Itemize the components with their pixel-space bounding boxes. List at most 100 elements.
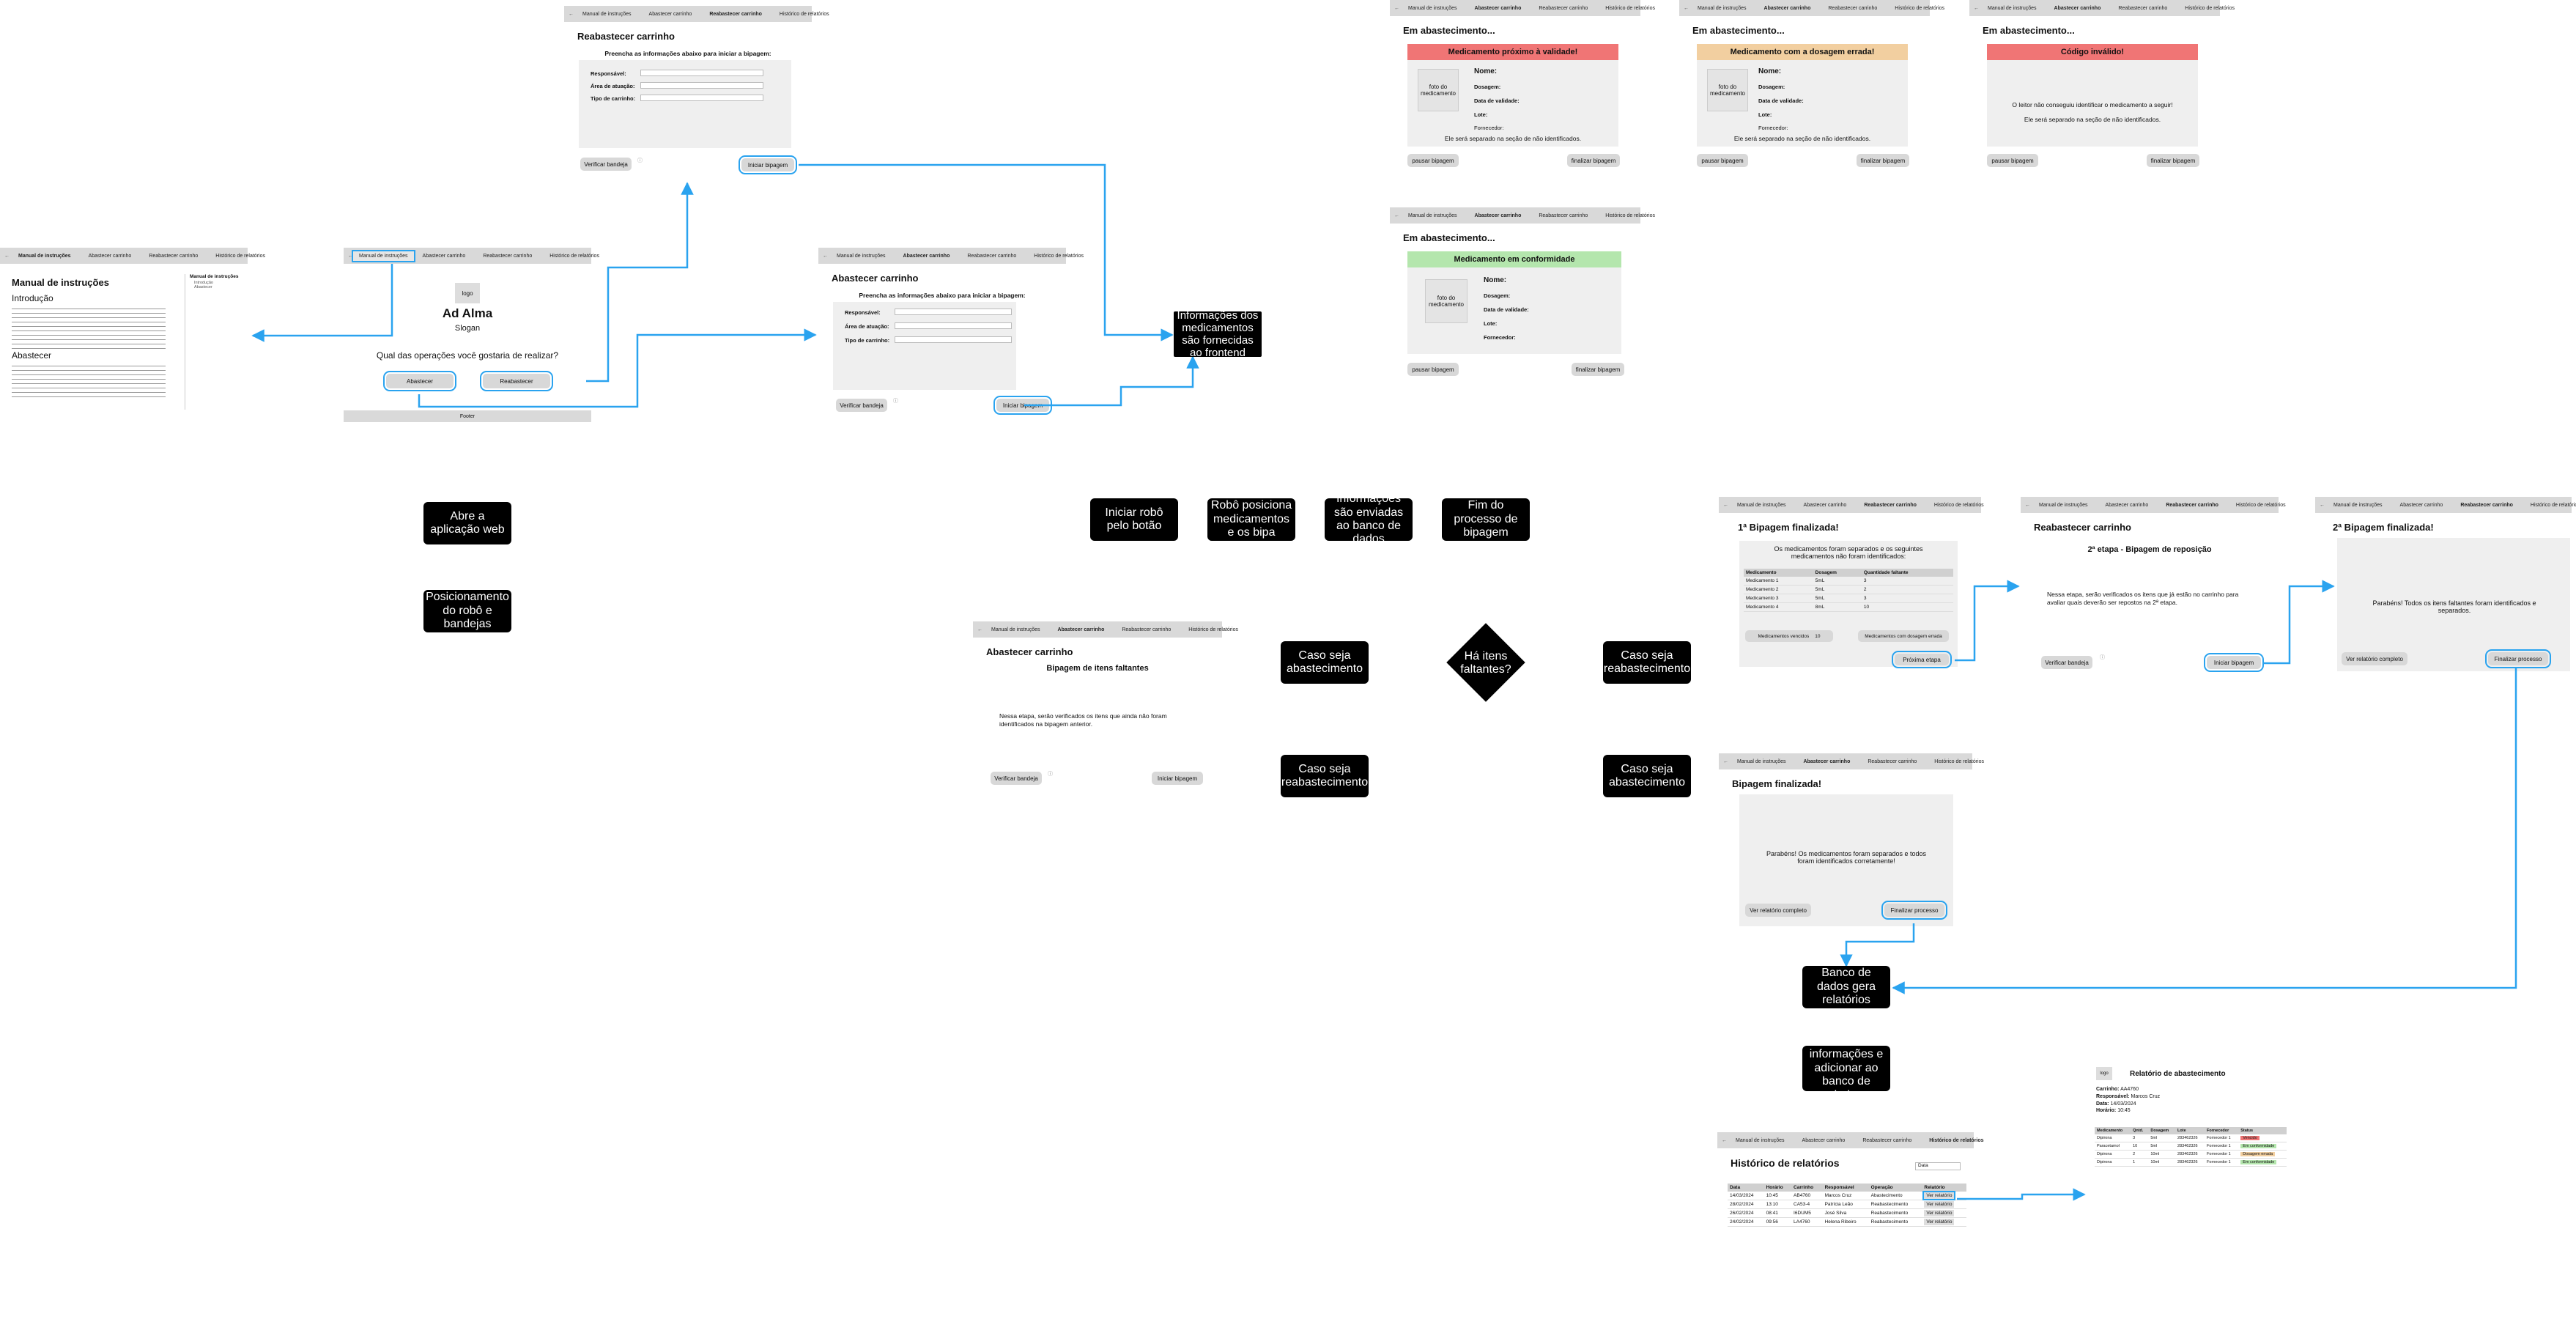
- nav-manual[interactable]: Manual de instruções: [1408, 5, 1457, 11]
- back-icon[interactable]: ←: [1722, 1137, 1727, 1143]
- responsavel-input[interactable]: [640, 70, 763, 76]
- back-icon[interactable]: ←: [1394, 213, 1399, 218]
- finalizar-processo-button[interactable]: Finalizar processo: [1881, 901, 1947, 920]
- nav-historico[interactable]: Histórico de relatórios: [1605, 213, 1655, 218]
- nav-reabastecer[interactable]: Reabastecer carrinho: [967, 253, 1017, 259]
- back-icon[interactable]: ←: [569, 11, 574, 17]
- nav-reabastecer[interactable]: Reabastecer carrinho: [709, 11, 762, 17]
- vencidos-button[interactable]: Medicamentos vencidos 10: [1745, 630, 1833, 642]
- nav-reabastecer[interactable]: Reabastecer carrinho: [2166, 502, 2218, 508]
- nav-historico[interactable]: Histórico de relatórios: [2235, 502, 2286, 508]
- verificar-bandeja-button[interactable]: Verificar bandeja: [2041, 656, 2092, 669]
- back-icon[interactable]: ←: [1974, 5, 1979, 11]
- ver-relatorio-link[interactable]: Ver relatório: [1922, 1191, 1956, 1200]
- tipo-select[interactable]: [895, 336, 1012, 343]
- back-icon[interactable]: ←: [823, 253, 828, 259]
- back-icon[interactable]: ←: [2025, 502, 2030, 508]
- nav-reabastecer[interactable]: Reabastecer carrinho: [1868, 758, 1917, 764]
- iniciar-bipagem-button[interactable]: Iniciar bipagem: [739, 155, 797, 174]
- area-input[interactable]: [895, 322, 1012, 329]
- back-icon[interactable]: ←: [1684, 5, 1689, 11]
- nav-manual[interactable]: Manual de instruções: [2333, 502, 2383, 508]
- nav-historico[interactable]: Histórico de relatórios: [2185, 5, 2235, 11]
- nav-reabastecer[interactable]: Reabastecer carrinho: [1539, 5, 1588, 11]
- pause-button[interactable]: pausar bipagem: [1407, 363, 1459, 376]
- iniciar-bipagem-button[interactable]: Iniciar bipagem: [993, 396, 1052, 415]
- back-icon[interactable]: ←: [2320, 502, 2325, 508]
- nav-manual[interactable]: Manual de instruções: [1736, 1137, 1785, 1143]
- nav-historico[interactable]: Histórico de relatórios: [1929, 1137, 1984, 1143]
- tipo-select[interactable]: [640, 95, 763, 101]
- nav-historico[interactable]: Histórico de relatórios: [2530, 502, 2576, 508]
- finalizar-processo-button[interactable]: Finalizar processo: [2485, 649, 2551, 668]
- nav-historico[interactable]: Histórico de relatórios: [1188, 627, 1238, 632]
- sidebar-item-abastecer[interactable]: Abastecer: [194, 285, 212, 289]
- nav-abastecer[interactable]: Abastecer carrinho: [903, 253, 950, 259]
- nav-reabastecer[interactable]: Reabastecer carrinho: [483, 253, 533, 259]
- dosagem-errada-button[interactable]: Medicamentos com dosagem errada: [1858, 630, 1949, 642]
- nav-manual[interactable]: Manual de instruções: [1737, 758, 1786, 764]
- responsavel-input[interactable]: [895, 309, 1012, 315]
- nav-abastecer[interactable]: Abastecer carrinho: [2054, 5, 2101, 11]
- iniciar-bipagem-button[interactable]: Iniciar bipagem: [1152, 772, 1203, 785]
- nav-abastecer[interactable]: Abastecer carrinho: [2105, 502, 2149, 508]
- nav-historico[interactable]: Histórico de relatórios: [1933, 502, 1984, 508]
- nav-abastecer[interactable]: Abastecer carrinho: [1474, 5, 1522, 11]
- nav-reabastecer[interactable]: Reabastecer carrinho: [1862, 1137, 1912, 1143]
- nav-reabastecer[interactable]: Reabastecer carrinho: [2460, 502, 2513, 508]
- reabastecer-button[interactable]: Reabastecer: [480, 371, 553, 391]
- finish-button[interactable]: finalizar bipagem: [1857, 154, 1909, 167]
- info-icon[interactable]: ⓘ: [893, 399, 898, 404]
- nav-historico[interactable]: Histórico de relatórios: [215, 253, 265, 259]
- finish-button[interactable]: finalizar bipagem: [2147, 154, 2199, 167]
- back-icon[interactable]: ←: [977, 627, 982, 632]
- iniciar-bipagem-button[interactable]: Iniciar bipagem: [2204, 653, 2264, 672]
- nav-historico[interactable]: Histórico de relatórios: [1605, 5, 1655, 11]
- nav-abastecer[interactable]: Abastecer carrinho: [1802, 1137, 1846, 1143]
- ver-relatorio-link[interactable]: Ver relatório: [1924, 1210, 1955, 1216]
- nav-reabastecer[interactable]: Reabastecer carrinho: [2118, 5, 2168, 11]
- pause-button[interactable]: pausar bipagem: [1697, 154, 1748, 167]
- back-icon[interactable]: ←: [4, 253, 10, 259]
- nav-abastecer[interactable]: Abastecer carrinho: [1803, 502, 1847, 508]
- nav-reabastecer[interactable]: Reabastecer carrinho: [1828, 5, 1878, 11]
- ver-relatorio-link[interactable]: Ver relatório: [1924, 1219, 1955, 1225]
- info-icon[interactable]: ⓘ: [637, 158, 643, 163]
- nav-reabastecer[interactable]: Reabastecer carrinho: [1864, 502, 1917, 508]
- verificar-bandeja-button[interactable]: Verificar bandeja: [836, 399, 887, 412]
- finish-button[interactable]: finalizar bipagem: [1572, 363, 1624, 376]
- back-icon[interactable]: ←: [1723, 758, 1728, 764]
- nav-manual[interactable]: Manual de instruções: [2039, 502, 2088, 508]
- nav-reabastecer[interactable]: Reabastecer carrinho: [1122, 627, 1172, 632]
- area-input[interactable]: [640, 82, 763, 89]
- nav-historico[interactable]: Histórico de relatórios: [1895, 5, 1944, 11]
- back-icon[interactable]: ←: [1723, 502, 1728, 508]
- sidebar-item-intro[interactable]: Introdução: [194, 281, 213, 285]
- filter-select[interactable]: Data: [1915, 1162, 1961, 1170]
- nav-abastecer[interactable]: Abastecer carrinho: [1057, 627, 1105, 632]
- info-icon[interactable]: ⓘ: [2100, 655, 2105, 660]
- nav-historico[interactable]: Histórico de relatórios: [1034, 253, 1084, 259]
- proxima-etapa-button[interactable]: Próxima etapa: [1892, 651, 1952, 668]
- nav-abastecer[interactable]: Abastecer carrinho: [2399, 502, 2443, 508]
- info-icon[interactable]: ⓘ: [1048, 772, 1053, 777]
- nav-abastecer[interactable]: Abastecer carrinho: [1474, 213, 1522, 218]
- verificar-bandeja-button[interactable]: Verificar bandeja: [991, 772, 1042, 785]
- pause-button[interactable]: pausar bipagem: [1987, 154, 2038, 167]
- nav-manual[interactable]: Manual de instruções: [582, 11, 632, 17]
- finish-button[interactable]: finalizar bipagem: [1567, 154, 1620, 167]
- nav-manual[interactable]: Manual de instruções: [352, 249, 415, 262]
- ver-relatorio-link[interactable]: Ver relatório: [1924, 1201, 1955, 1208]
- abastecer-button[interactable]: Abastecer: [383, 371, 456, 391]
- verificar-bandeja-button[interactable]: Verificar bandeja: [580, 158, 632, 171]
- nav-reabastecer[interactable]: Reabastecer carrinho: [149, 253, 199, 259]
- nav-manual[interactable]: Manual de instruções: [991, 627, 1040, 632]
- nav-manual[interactable]: Manual de instruções: [1737, 502, 1786, 508]
- nav-manual[interactable]: Manual de instruções: [837, 253, 886, 259]
- nav-historico[interactable]: Histórico de relatórios: [1934, 758, 1984, 764]
- nav-manual[interactable]: Manual de instruções: [18, 253, 71, 259]
- nav-historico[interactable]: Histórico de relatórios: [549, 253, 599, 259]
- pause-button[interactable]: pausar bipagem: [1407, 154, 1459, 167]
- back-icon[interactable]: ←: [1394, 5, 1399, 11]
- nav-manual[interactable]: Manual de instruções: [1698, 5, 1747, 11]
